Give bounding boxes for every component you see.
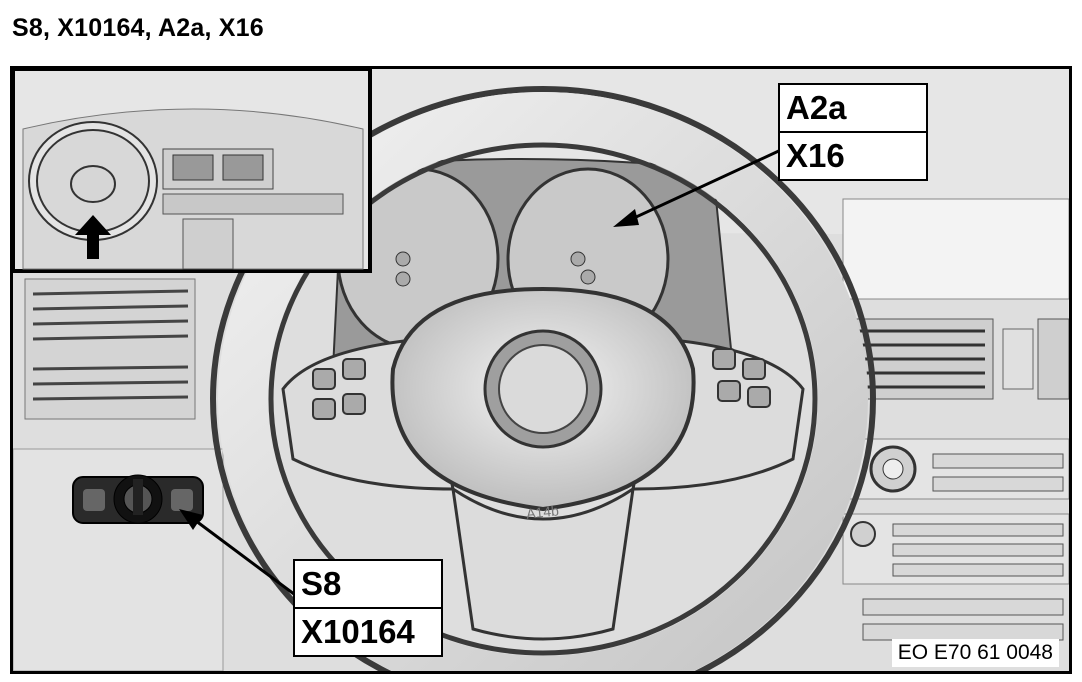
page-title: S8, X10164, A2a, X16 [12, 14, 264, 42]
center-console [842, 198, 1069, 641]
callout-s8-label: S8 [301, 565, 342, 602]
callout-a2a-x16: A2a X16 [778, 83, 928, 181]
callout-x16-label: X16 [780, 131, 926, 177]
left-air-vent [24, 278, 196, 420]
location-arrow-icon [75, 215, 111, 259]
callout-arrows [179, 147, 784, 599]
dashboard-illustration: A14b [10, 66, 1072, 674]
callout-s8-x10164: S8 X10164 [293, 559, 443, 657]
reference-code: EO E70 61 0048 [891, 639, 1059, 667]
airbag-marking: A14b [525, 502, 559, 521]
callout-x10164-label: X10164 [295, 607, 441, 653]
callout-a2a-label: A2a [786, 89, 847, 126]
inset-overview [13, 69, 372, 273]
steering-wheel: A14b [210, 86, 876, 671]
light-switch [72, 474, 204, 524]
